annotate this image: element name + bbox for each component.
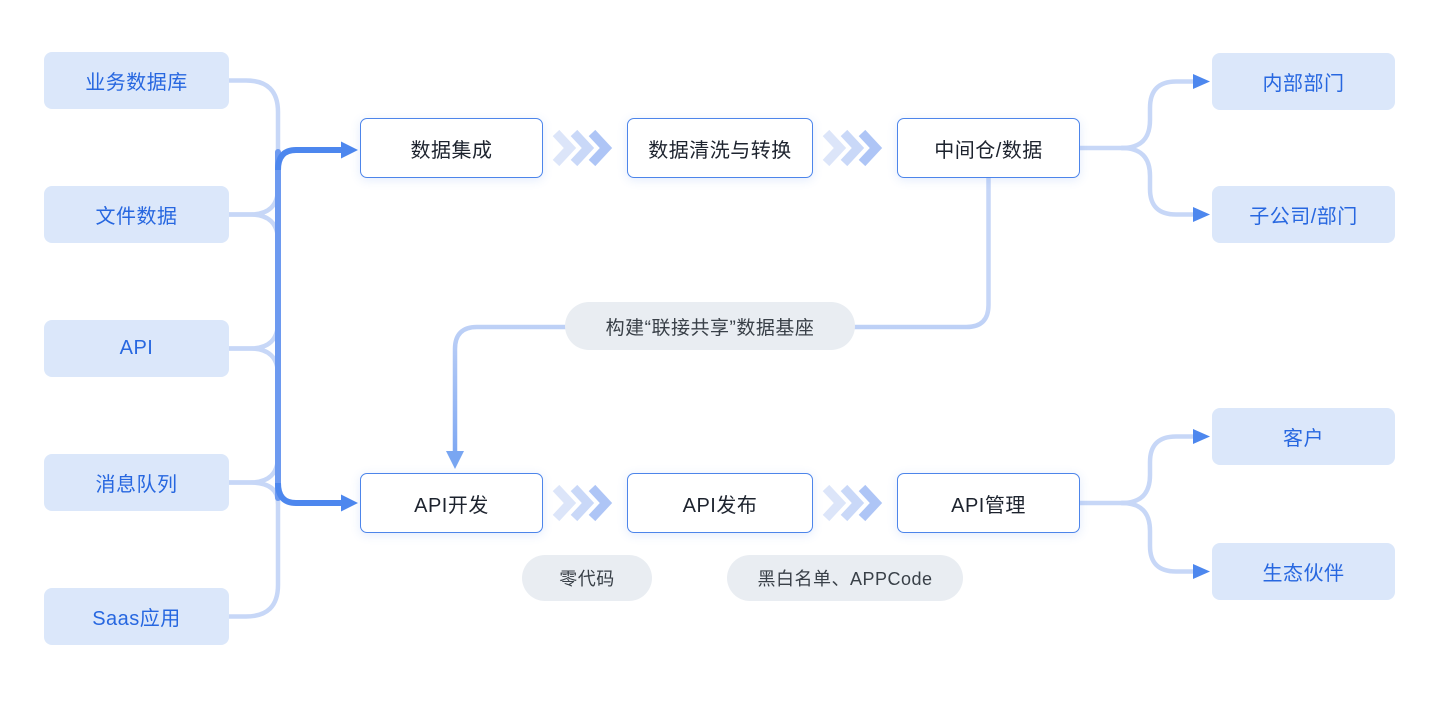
- chevron-arrows-top-gap1: [552, 129, 613, 167]
- consumer-box-eco-partner: 生态伙伴: [1212, 543, 1395, 600]
- source-branch-lines: [226, 78, 281, 619]
- node-middle-warehouse: 中间仓/数据: [897, 118, 1080, 178]
- arrowhead-eco-partner: [1193, 564, 1210, 579]
- consumer-box-subsidiary: 子公司/部门: [1212, 186, 1395, 243]
- chevron-arrows-bottom-gap1: [552, 484, 613, 522]
- arrowhead-data-pipeline: [341, 141, 358, 159]
- node-api-development: API开发: [360, 473, 543, 533]
- consumer-box-customer: 客户: [1212, 408, 1395, 465]
- arrowhead-api-pipeline: [341, 494, 358, 512]
- consumer-box-internal-dept: 内部部门: [1212, 53, 1395, 110]
- source-box-business-db: 业务数据库: [44, 52, 229, 109]
- pill-data-foundation: 构建“联接共享”数据基座: [565, 302, 855, 350]
- node-api-publish: API发布: [627, 473, 813, 533]
- chevron-arrows-bottom-gap2: [822, 484, 883, 522]
- api-consumer-fork: [1077, 429, 1210, 579]
- pill-zero-code: 零代码: [522, 555, 652, 601]
- source-box-message-queue: 消息队列: [44, 454, 229, 511]
- trunk-connector: [275, 141, 358, 512]
- arrowhead-customer: [1193, 429, 1210, 444]
- node-data-integration: 数据集成: [360, 118, 543, 178]
- arrowhead-internal-dept: [1193, 74, 1210, 89]
- data-consumer-fork: [1077, 74, 1210, 222]
- pill-access-control: 黑白名单、APPCode: [727, 555, 963, 601]
- chevron-arrows-top-gap2: [822, 129, 883, 167]
- source-box-file-data: 文件数据: [44, 186, 229, 243]
- arrowhead-subsidiary: [1193, 207, 1210, 222]
- arrowhead-api-dev: [446, 451, 464, 469]
- node-api-management: API管理: [897, 473, 1080, 533]
- source-box-saas-app: Saas应用: [44, 588, 229, 645]
- source-box-api: API: [44, 320, 229, 377]
- node-data-cleaning: 数据清洗与转换: [627, 118, 813, 178]
